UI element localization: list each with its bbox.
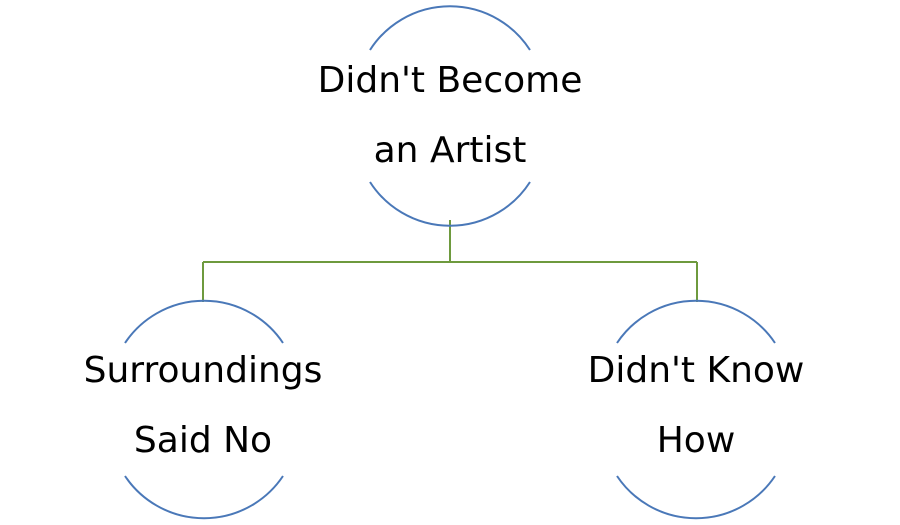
right-node-top-arc (616, 299, 776, 344)
root-node-top-arc (369, 5, 531, 51)
left-node-line2: Said No (133, 420, 273, 461)
right-node-line2: How (656, 420, 736, 461)
root-node-bottom-arc (369, 181, 531, 227)
left-node-top-arc (124, 299, 284, 344)
root-node-line2: an Artist (373, 130, 527, 171)
right-node-label: Didn't Know How (546, 336, 846, 476)
left-node-line1: Surroundings (83, 350, 323, 391)
right-node-line1: Didn't Know (587, 350, 805, 391)
right-node-bottom-arc (616, 475, 776, 520)
root-node-line1: Didn't Become (317, 60, 583, 101)
left-node-label: Surroundings Said No (53, 336, 353, 476)
root-node-label: Didn't Become an Artist (300, 46, 600, 186)
left-node-bottom-arc (124, 475, 284, 520)
